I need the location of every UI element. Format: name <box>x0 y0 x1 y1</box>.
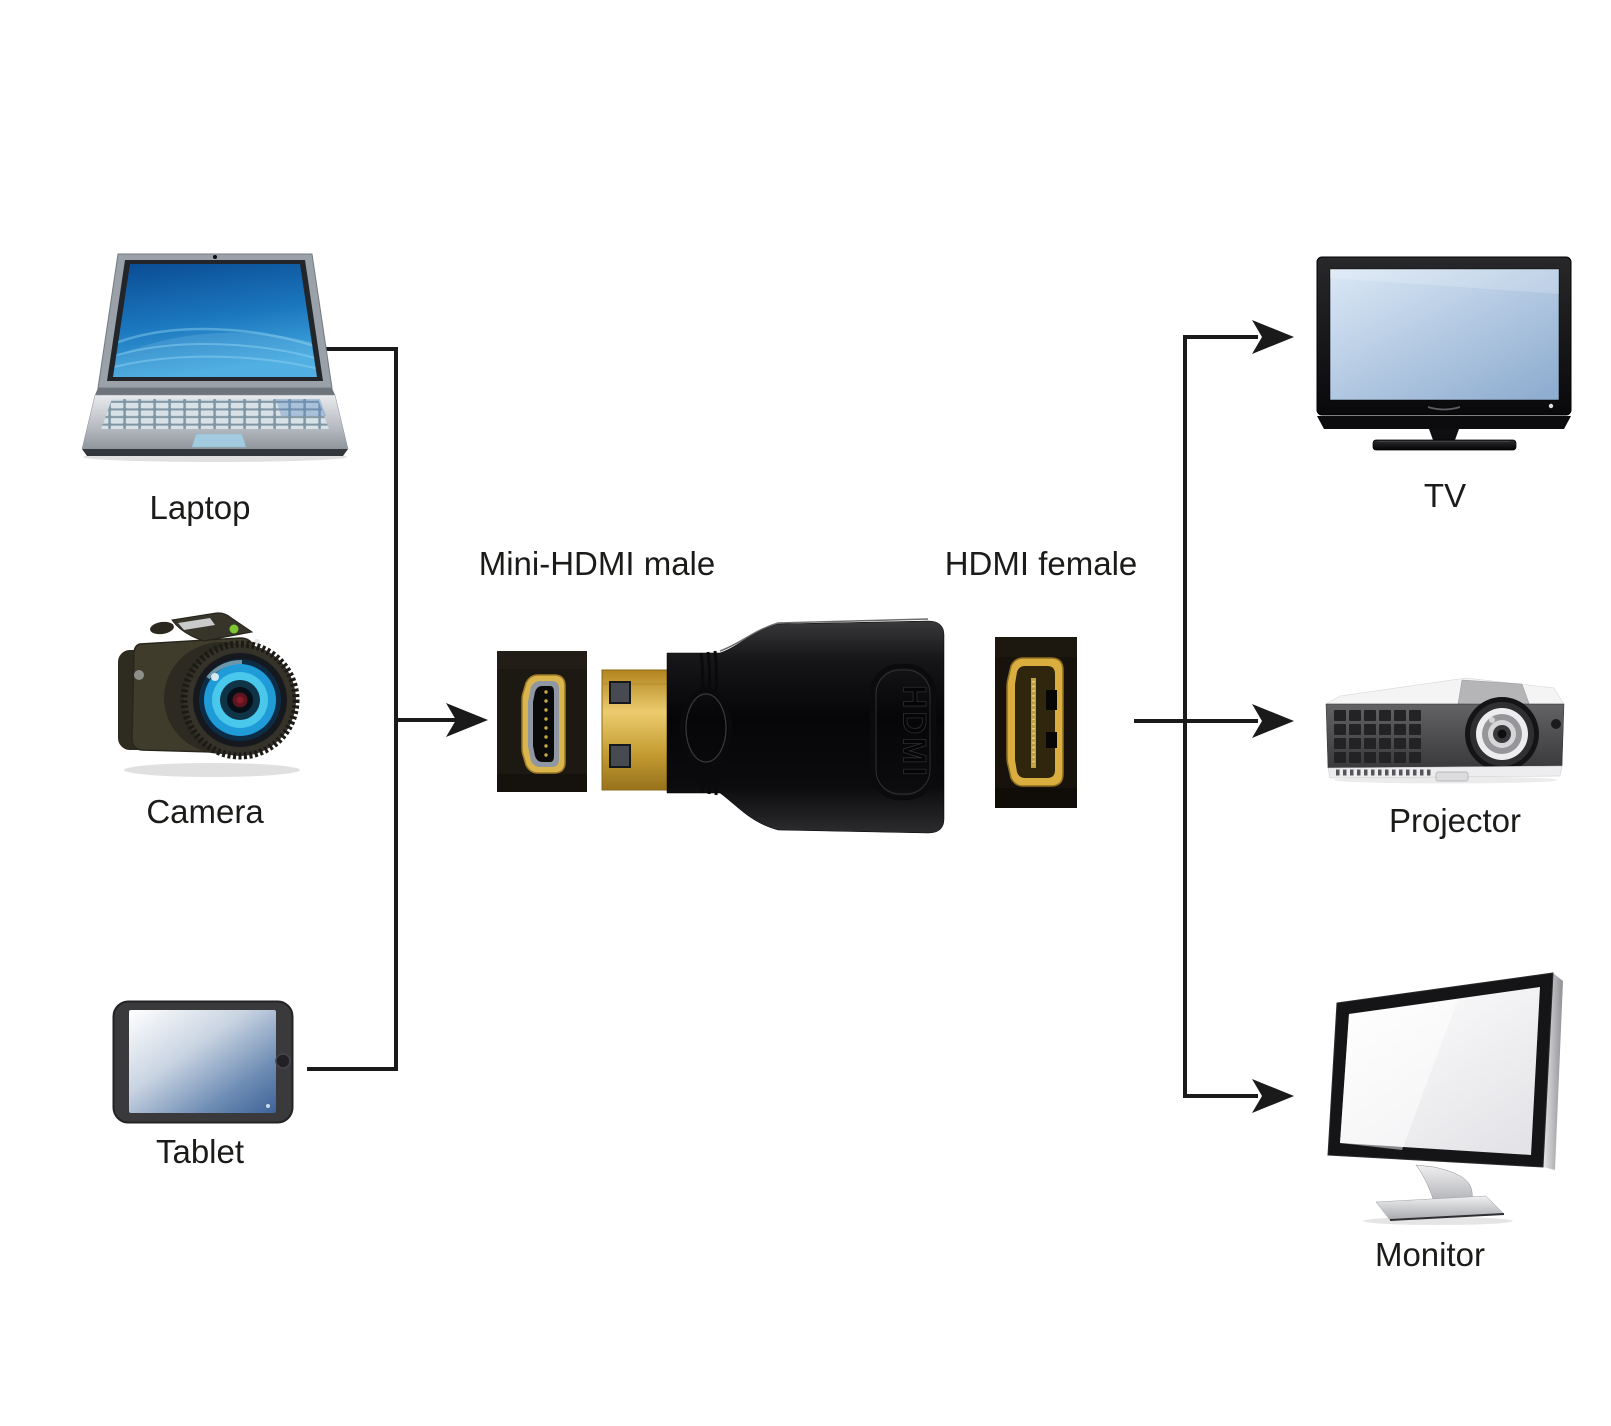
projector-top <box>1325 677 1565 705</box>
arrowhead-to-monitor <box>1252 1079 1294 1113</box>
adapter-body: HDMI <box>666 618 945 834</box>
camera-flash <box>178 618 215 630</box>
line-to-monitor <box>1183 721 1258 1098</box>
projector-foot <box>1435 771 1469 782</box>
projector-label: Projector <box>1388 802 1522 839</box>
monitor-illustration <box>1318 962 1568 1226</box>
laptop-webcam-dot <box>213 255 217 259</box>
line-to-tv <box>1183 335 1258 721</box>
arrowhead-to-adapter <box>446 703 488 737</box>
laptop-label: Laptop <box>149 489 251 526</box>
camera-green-dot <box>229 624 239 634</box>
arrowhead-to-tv <box>1252 320 1294 354</box>
tv-screen <box>1329 268 1560 401</box>
tv-stand-neck <box>1429 429 1459 440</box>
tablet-icon <box>112 1000 294 1124</box>
projector-ir-dot <box>1551 719 1561 729</box>
camera-illustration <box>112 600 322 780</box>
hdmi-female-port-photo <box>995 637 1077 808</box>
projector-lens <box>1465 697 1539 771</box>
hdmi-female-label: HDMI female <box>944 545 1138 582</box>
laptop-touchpad <box>191 433 247 448</box>
monitor-icon <box>1327 972 1563 1225</box>
source-connector-line <box>307 347 398 1071</box>
tv-stand-base <box>1372 439 1517 451</box>
mini-hdmi-port-photo <box>497 651 587 792</box>
adapter-icon: HDMI <box>497 618 1077 834</box>
tv-led-dot <box>1548 403 1554 409</box>
tv-label: TV <box>1423 477 1467 514</box>
tablet-illustration <box>112 1000 294 1124</box>
hdmi-embossed-badge: HDMI <box>869 663 937 801</box>
laptop-keyboard <box>101 399 329 429</box>
tablet-screen <box>129 1010 276 1113</box>
camera-pentaprism <box>171 612 254 642</box>
camera-icon <box>118 612 300 777</box>
projector-icon <box>1325 677 1565 784</box>
adapter-mini-hdmi-plug <box>601 669 669 791</box>
camera-label: Camera <box>146 793 264 830</box>
arrowhead-to-projector <box>1252 704 1294 738</box>
monitor-label: Monitor <box>1374 1236 1486 1273</box>
laptop-screen <box>113 264 317 377</box>
laptop-illustration <box>80 250 350 462</box>
tablet-label: Tablet <box>155 1133 245 1170</box>
projector-vent-grid <box>1334 710 1421 763</box>
tv-icon <box>1316 256 1572 451</box>
tv-illustration <box>1316 256 1574 454</box>
tablet-home-button <box>275 1053 291 1069</box>
camera-lens <box>164 640 300 760</box>
laptop-icon <box>81 253 349 462</box>
projector-illustration <box>1316 668 1570 786</box>
adapter-photo: HDMI <box>480 588 1084 850</box>
hdmi-embossed-text: HDMI <box>897 685 933 779</box>
mini-hdmi-male-label: Mini-HDMI male <box>478 545 716 582</box>
monitor-side-edge <box>1543 973 1563 1170</box>
